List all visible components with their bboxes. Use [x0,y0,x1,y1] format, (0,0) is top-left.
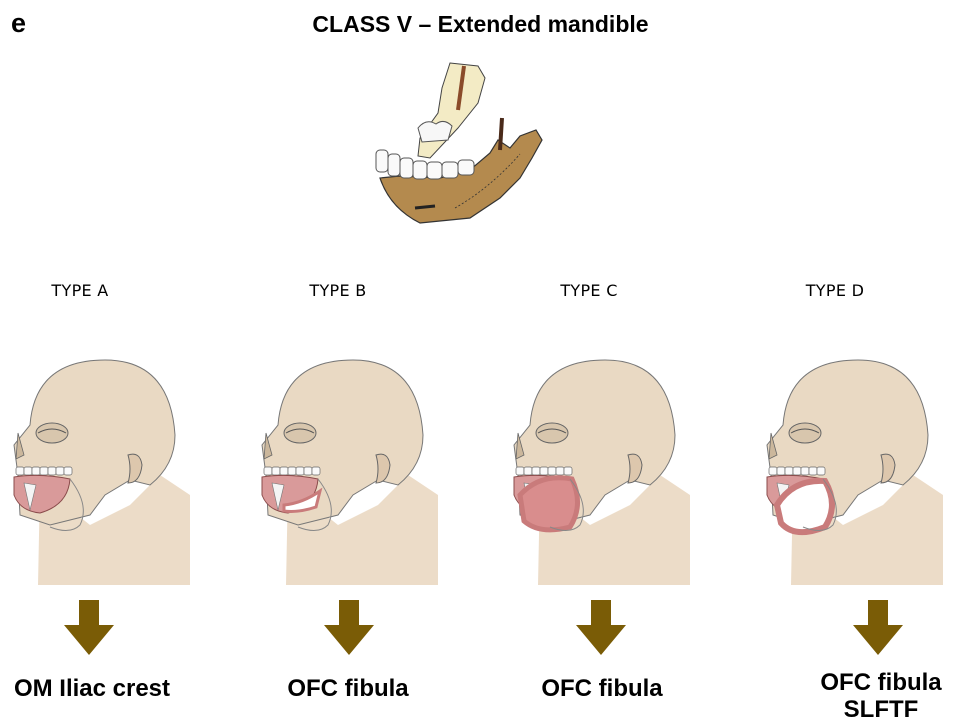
tooth [516,467,524,475]
tooth [769,467,777,475]
eye [36,423,68,443]
head-illustration-type-c [510,355,690,585]
tooth [548,467,556,475]
type-a-reconstruction: OM Iliac crest [0,675,212,702]
head-illustration-type-d [763,355,943,585]
down-arrow-icon [64,600,114,655]
result-line: OM Iliac crest [0,675,212,702]
tooth [40,467,48,475]
tooth [48,467,56,475]
tooth [56,467,64,475]
result-line: OFC fibula [761,669,961,696]
type-b-label: TYPE B [258,281,418,300]
type-b-reconstruction: OFC fibula [228,675,468,702]
tooth [288,467,296,475]
tooth [64,467,72,475]
type-d-label: TYPE D [755,281,915,300]
tooth [280,467,288,475]
tooth [793,467,801,475]
tooth [809,467,817,475]
down-arrow-icon [576,600,626,655]
result-line: SLFTF [761,696,961,723]
down-arrow-icon [324,600,374,655]
eye [284,423,316,443]
tooth [564,467,572,475]
eye [536,423,568,443]
tooth [312,467,320,475]
down-arrow-icon [853,600,903,655]
head-illustration-type-a [10,355,190,585]
result-line: OFC fibula [228,675,468,702]
tooth [16,467,24,475]
tooth [24,467,32,475]
tooth [272,467,280,475]
tooth [296,467,304,475]
flap-defect [520,478,578,530]
tooth [777,467,785,475]
tooth [532,467,540,475]
tooth [801,467,809,475]
tooth [785,467,793,475]
head-illustration-type-b [258,355,438,585]
tooth [524,467,532,475]
result-line: OFC fibula [482,675,722,702]
tooth [540,467,548,475]
upper-teeth [16,467,72,475]
tooth [817,467,825,475]
mandible-illustration [360,58,560,233]
tooth [264,467,272,475]
figure-title: CLASS V – Extended mandible [0,11,961,38]
tooth [304,467,312,475]
tooth [32,467,40,475]
eye [789,423,821,443]
type-c-label: TYPE C [509,281,669,300]
tooth [556,467,564,475]
type-c-reconstruction: OFC fibula [482,675,722,702]
type-a-label: TYPE A [0,281,160,300]
upper-teeth [769,467,825,475]
upper-teeth [264,467,320,475]
upper-teeth [516,467,572,475]
type-d-reconstruction: OFC fibula SLFTF [761,669,961,723]
